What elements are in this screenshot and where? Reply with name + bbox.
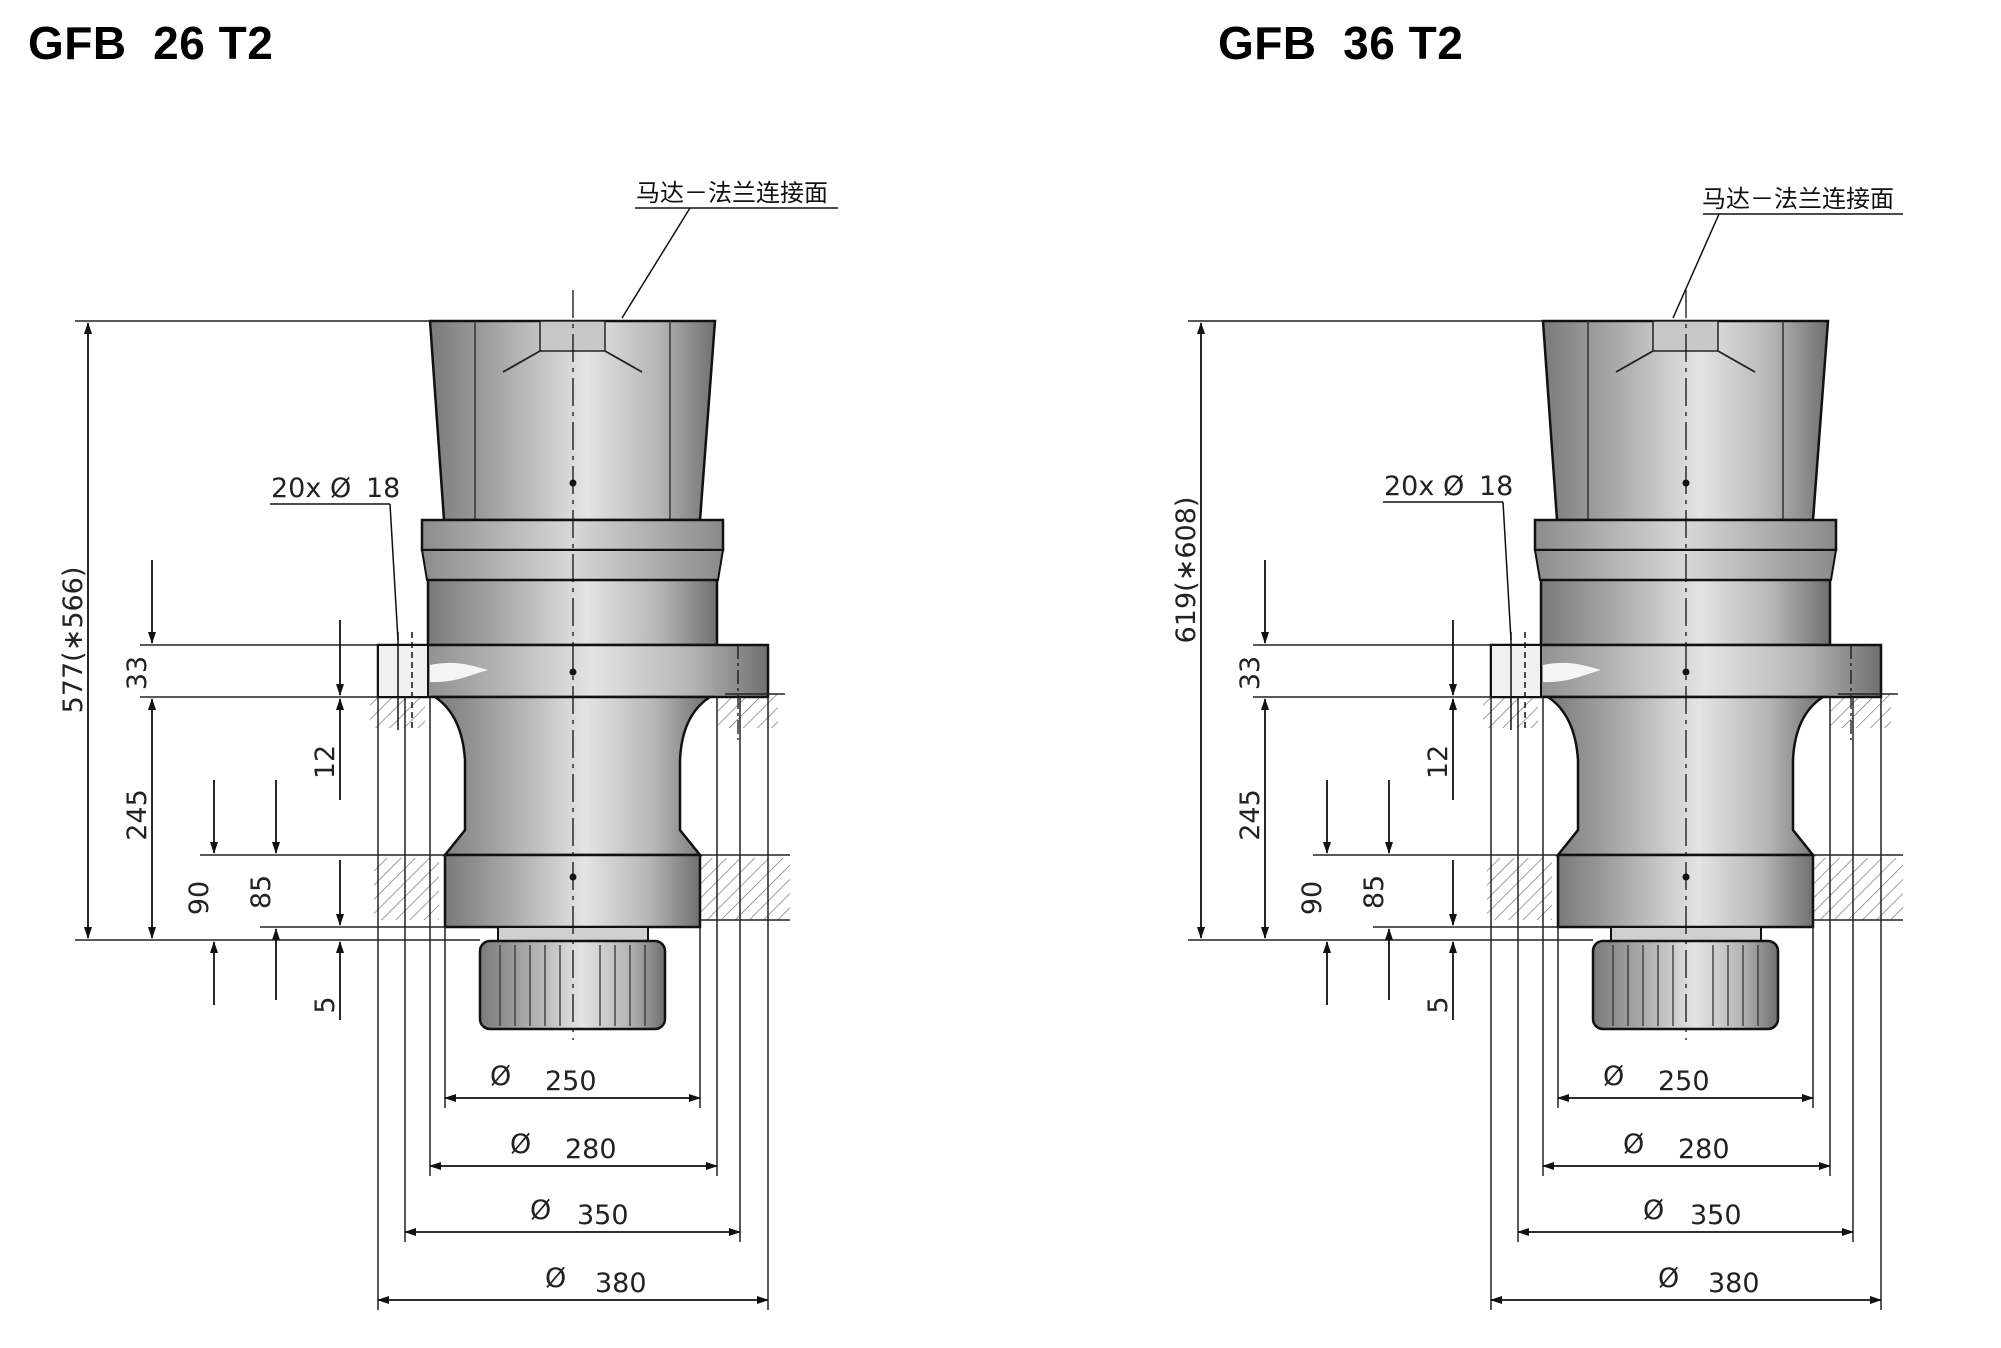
drawing-title: GFB 26 T2 [28,17,274,69]
height-90-dimension: 90 [184,881,215,915]
diameter-350: 350 [1690,1200,1742,1231]
flange-thickness-dimension: 33 [122,656,153,690]
diameter-symbol: Ø [1623,1129,1644,1160]
diameter-symbol: Ø [1443,471,1464,502]
diameter-labels: Ø 250 Ø 280 Ø 350 Ø 380 [1603,1061,1760,1299]
diameter-350: 350 [577,1200,629,1231]
overall-height-dimension: 619(∗608) [1171,497,1202,644]
gap-5-dimension: 5 [310,996,341,1013]
diameter-250: 250 [1658,1066,1710,1097]
height-85-dimension: 85 [246,875,277,909]
bolt-hole-count: 20x [271,473,321,504]
bolt-hole-callout: 20x Ø 18 [270,473,400,641]
motor-flange-label: 马达－法兰连接面 [636,179,828,207]
diameter-250: 250 [545,1066,597,1097]
bolt-hole-count: 20x [1384,471,1434,502]
bolt-hole-diameter: 18 [1479,471,1513,502]
gearbox-figure [75,290,790,1310]
gearbox-drawing-right: 马达－法兰连接面 20x Ø 18 619(∗608) 33 245 90 85… [1171,185,1903,1310]
gearbox-figure [1188,290,1903,1310]
flange-thickness-dimension: 33 [1235,656,1266,690]
diameter-symbol: Ø [510,1129,531,1160]
diameter-symbol: Ø [1603,1061,1624,1092]
bolt-hole-callout: 20x Ø 18 [1383,471,1513,641]
overall-height-dimension: 577(∗566) [58,567,89,714]
drawing-title: GFB 36 T2 [1218,17,1464,69]
motor-flange-leader: 马达－法兰连接面 [1672,185,1903,319]
gap-5-dimension: 5 [1423,996,1454,1013]
bolt-hole-diameter: 18 [366,473,400,504]
diameter-280: 280 [1678,1134,1730,1165]
diameter-symbol: Ø [1643,1195,1664,1226]
height-85-dimension: 85 [1359,875,1390,909]
height-245-dimension: 245 [1235,789,1266,841]
height-245-dimension: 245 [122,789,153,841]
diameter-labels: Ø 250 Ø 280 Ø 350 Ø 380 [490,1061,647,1299]
gearbox-drawing-left: 马达－法兰连接面 20x Ø 18 577(∗566) 33 245 90 85… [58,179,838,1310]
diameter-380: 380 [1708,1268,1760,1299]
offset-12-dimension: 12 [310,745,341,779]
diameter-symbol: Ø [490,1061,511,1092]
diameter-symbol: Ø [330,473,351,504]
offset-12-dimension: 12 [1423,745,1454,779]
diameter-380: 380 [595,1268,647,1299]
height-90-dimension: 90 [1297,881,1328,915]
motor-flange-leader: 马达－法兰连接面 [621,179,838,319]
diameter-symbol: Ø [530,1195,551,1226]
diameter-280: 280 [565,1134,617,1165]
diameter-symbol: Ø [1658,1263,1679,1294]
diameter-symbol: Ø [545,1263,566,1294]
motor-flange-label: 马达－法兰连接面 [1702,185,1894,213]
